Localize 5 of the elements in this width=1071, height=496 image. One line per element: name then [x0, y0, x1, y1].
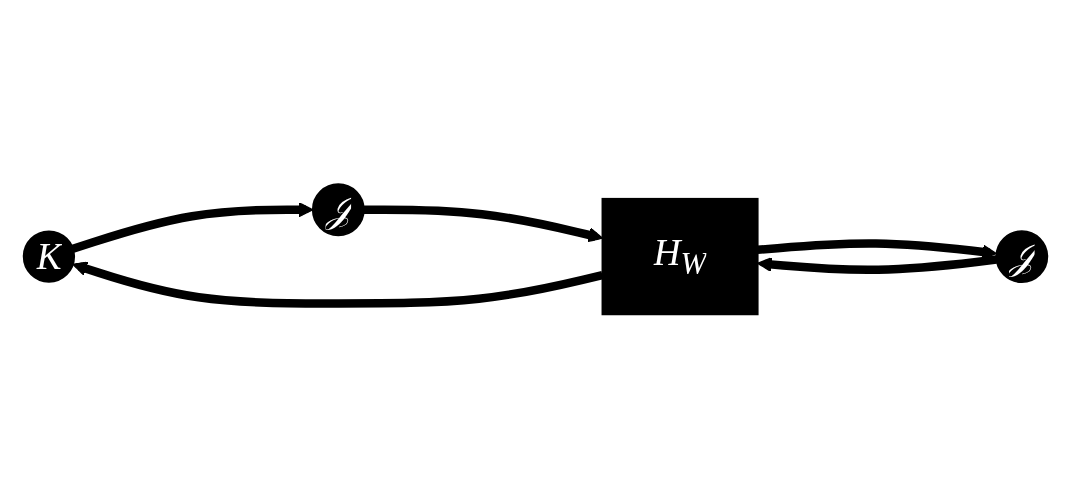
- node-circle: 𝒥: [995, 230, 1049, 283]
- node-circle: 𝒥: [311, 183, 365, 237]
- node-circle: K: [22, 230, 76, 283]
- arrow: [757, 255, 997, 274]
- node-box: H$_{W}$: [601, 197, 759, 316]
